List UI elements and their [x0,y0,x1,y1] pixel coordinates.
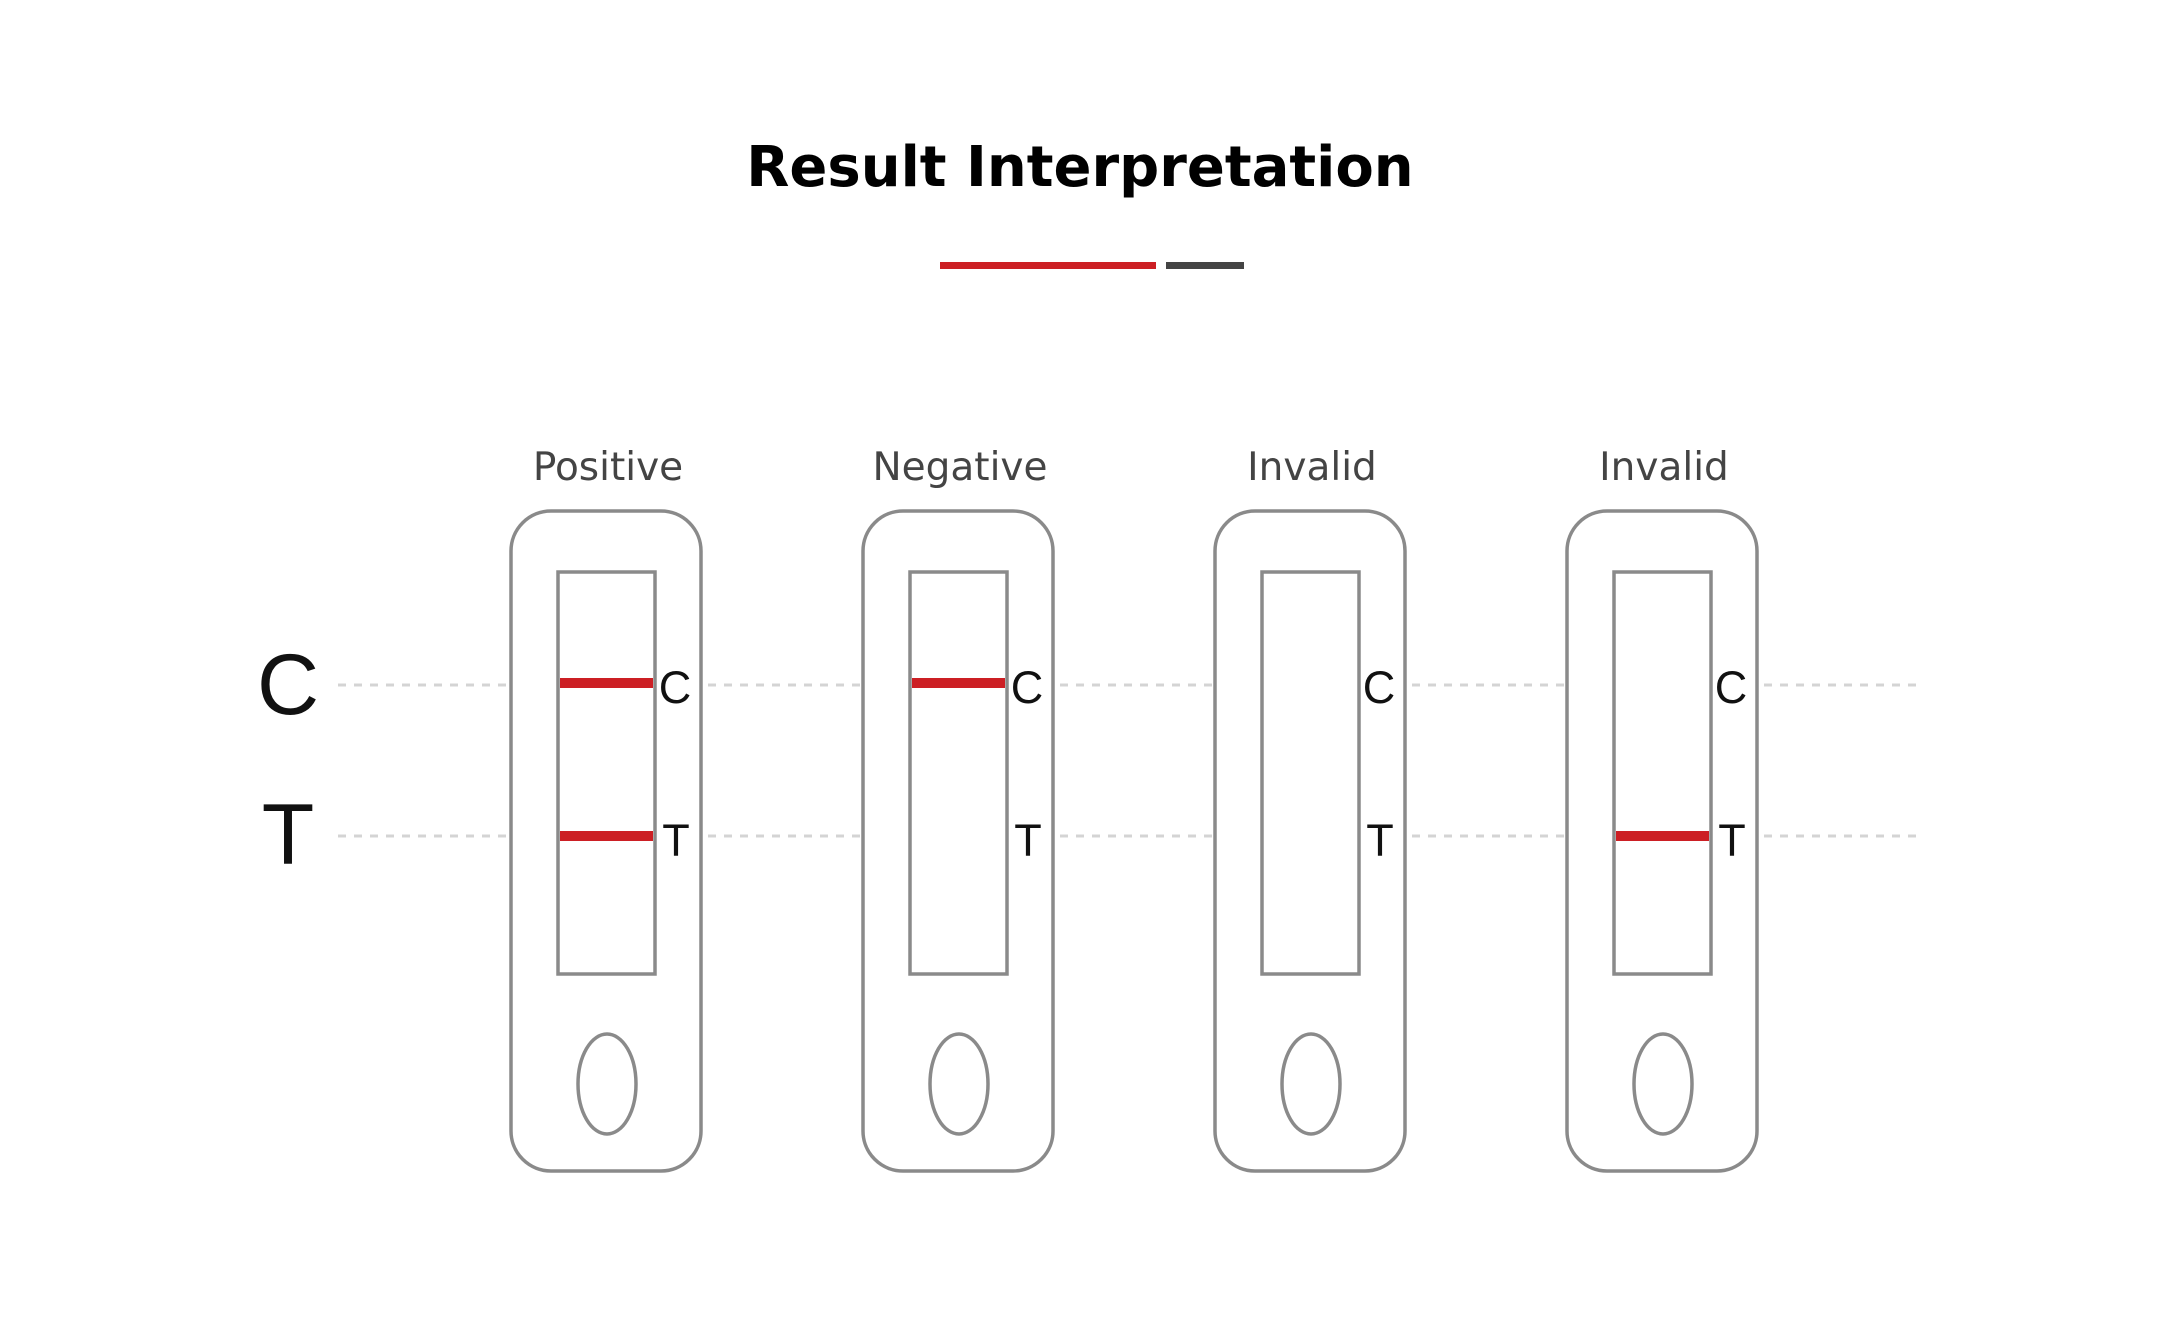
strip-label: Invalid [1247,445,1377,490]
row-label-control: C [257,637,319,733]
test-mark: T [1718,815,1746,866]
control-mark: C [659,662,692,713]
test-mark: T [662,815,690,866]
result-window [1612,570,1713,976]
control-mark: C [1715,662,1748,713]
row-label-test: T [262,787,315,883]
sample-well [1632,1032,1694,1136]
strip-label: Negative [872,445,1047,490]
test-mark: T [1014,815,1042,866]
test-strip-positive: Positive C T [509,445,703,1173]
strip-label: Positive [533,445,683,490]
title-underline-dark [1166,262,1244,269]
title-underline [940,262,1244,269]
control-mark: C [1363,662,1396,713]
sample-well [928,1032,990,1136]
page-title: Result Interpretation [746,135,1414,200]
title-underline-red [940,262,1156,269]
test-strip-invalid-no-lines: Invalid C T [1213,445,1407,1173]
test-strip-invalid-test-only: Invalid C T [1565,445,1759,1173]
test-mark: T [1366,815,1394,866]
sample-well [576,1032,638,1136]
result-window [556,570,657,976]
strip-label: Invalid [1599,445,1729,490]
sample-well [1280,1032,1342,1136]
result-window [908,570,1009,976]
test-strip-negative: Negative C T [861,445,1055,1173]
control-mark: C [1011,662,1044,713]
result-window [1260,570,1361,976]
